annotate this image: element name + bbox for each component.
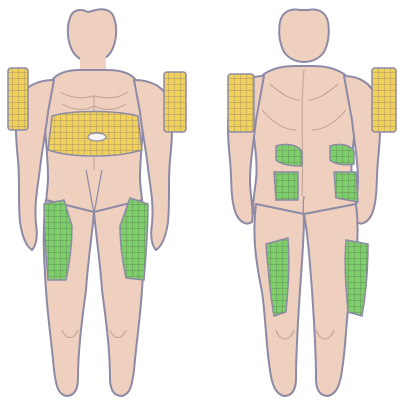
- zone-front-left-upper-arm: [8, 68, 28, 130]
- zone-back-right-flank: [330, 144, 354, 164]
- zone-back-right-upper-arm: [372, 68, 396, 132]
- zone-back-right-back-thigh: [345, 240, 368, 316]
- zone-back-left-flank: [276, 144, 302, 166]
- front-head: [68, 9, 116, 62]
- zone-back-left-buttock: [274, 172, 298, 200]
- zone-back-left-upper-arm: [228, 74, 254, 132]
- zone-back-right-buttock: [334, 172, 358, 202]
- front-view-figure: [16, 9, 172, 396]
- zone-front-right-upper-arm: [164, 72, 186, 132]
- zone-front-left-thigh: [44, 200, 72, 280]
- navel: [88, 133, 106, 141]
- back-view-figure: [228, 10, 380, 397]
- back-head: [279, 10, 329, 63]
